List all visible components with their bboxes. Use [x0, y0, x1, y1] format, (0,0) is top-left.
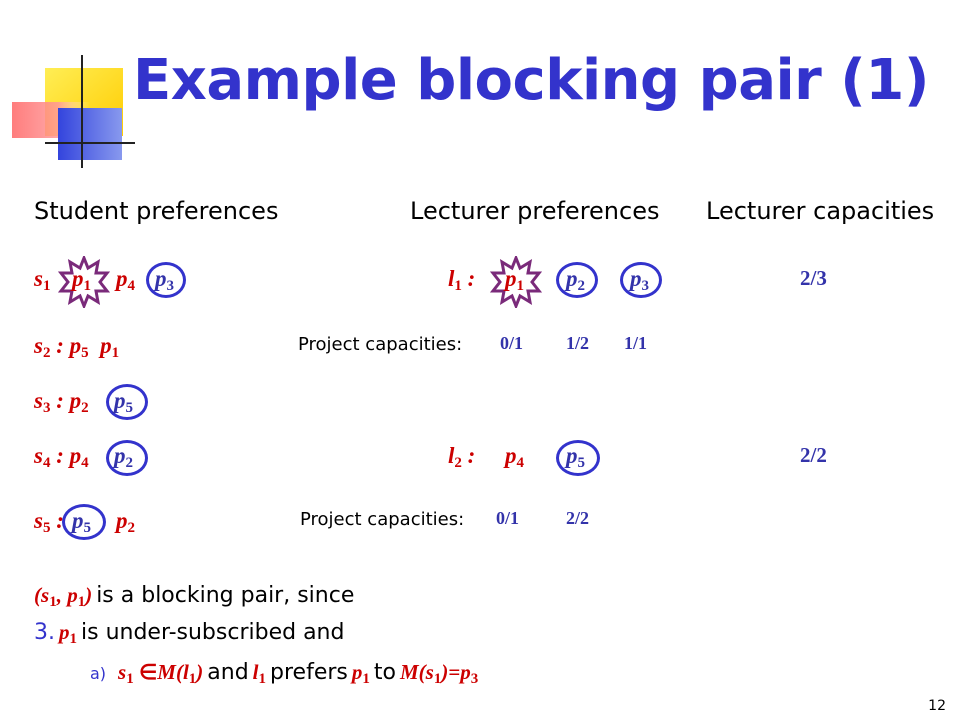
- conclusion-line-2: 3. p1 is under-subscribed and: [34, 620, 345, 647]
- lecturer-row-l2: l2 :: [448, 443, 476, 471]
- slide-number: 12: [928, 698, 946, 714]
- assigned-ring: [556, 262, 598, 298]
- l1-project-capacity-1: 0/1: [500, 333, 524, 353]
- l1-project-capacity-3: 1/1: [624, 333, 648, 353]
- conclusion-line-3: a) s1 ∈M(l1) and l1 prefers p1 to M(s1)=…: [90, 660, 479, 687]
- slide-logo: [0, 0, 140, 170]
- blocking-star-icon: [58, 256, 110, 308]
- conclusion-line-1: (s1, p1) is a blocking pair, since: [34, 583, 355, 610]
- lecturer-row-l1: l1 :: [448, 266, 476, 294]
- assigned-ring: [106, 384, 148, 420]
- l2-pref-1: p4: [505, 443, 524, 471]
- l1-project-capacity-2: 1/2: [566, 333, 590, 353]
- student-row-s3: s3 : p2: [34, 388, 89, 416]
- l1-project-capacity-label: Project capacities:: [298, 334, 463, 355]
- assigned-ring: [620, 262, 662, 298]
- s4-pref-2: p2: [114, 443, 133, 471]
- l1-pref-3: p3: [630, 266, 649, 294]
- lecturer-preferences-header: Lecturer preferences: [410, 197, 660, 225]
- l1-capacity: 2/3: [800, 266, 827, 290]
- student-row-s2: s2 : p5 p1: [34, 333, 120, 361]
- blocking-star-icon: [490, 256, 542, 308]
- student-row-s4: s4 : p4: [34, 443, 89, 471]
- l2-project-capacity-label: Project capacities:: [300, 509, 465, 530]
- student-row-s5: s5 :: [34, 508, 64, 536]
- l2-project-capacity-1: 0/1: [496, 508, 520, 528]
- s3-pref-2: p5: [114, 388, 133, 416]
- s5-pref-1: p5: [72, 508, 91, 536]
- student-preferences-header: Student preferences: [34, 197, 279, 225]
- assigned-ring: [62, 504, 106, 540]
- l1-pref-2: p2: [566, 266, 585, 294]
- l2-pref-2: p5: [566, 443, 585, 471]
- s1-pref-3: p3: [155, 266, 174, 294]
- l1-pref-1: p1: [505, 266, 524, 294]
- slide-title: Example blocking pair (1): [133, 48, 929, 113]
- lecturer-capacities-header: Lecturer capacities: [706, 197, 935, 225]
- s1-pref-2: p4: [116, 266, 135, 294]
- assigned-ring: [556, 440, 600, 476]
- s5-pref-2: p2: [116, 508, 135, 536]
- s1-pref-1: p1: [72, 266, 91, 294]
- assigned-ring: [106, 440, 148, 476]
- student-row-s1: s1: [34, 266, 51, 294]
- l2-capacity: 2/2: [800, 443, 827, 467]
- assigned-ring: [146, 262, 186, 298]
- l2-project-capacity-2: 2/2: [566, 508, 590, 528]
